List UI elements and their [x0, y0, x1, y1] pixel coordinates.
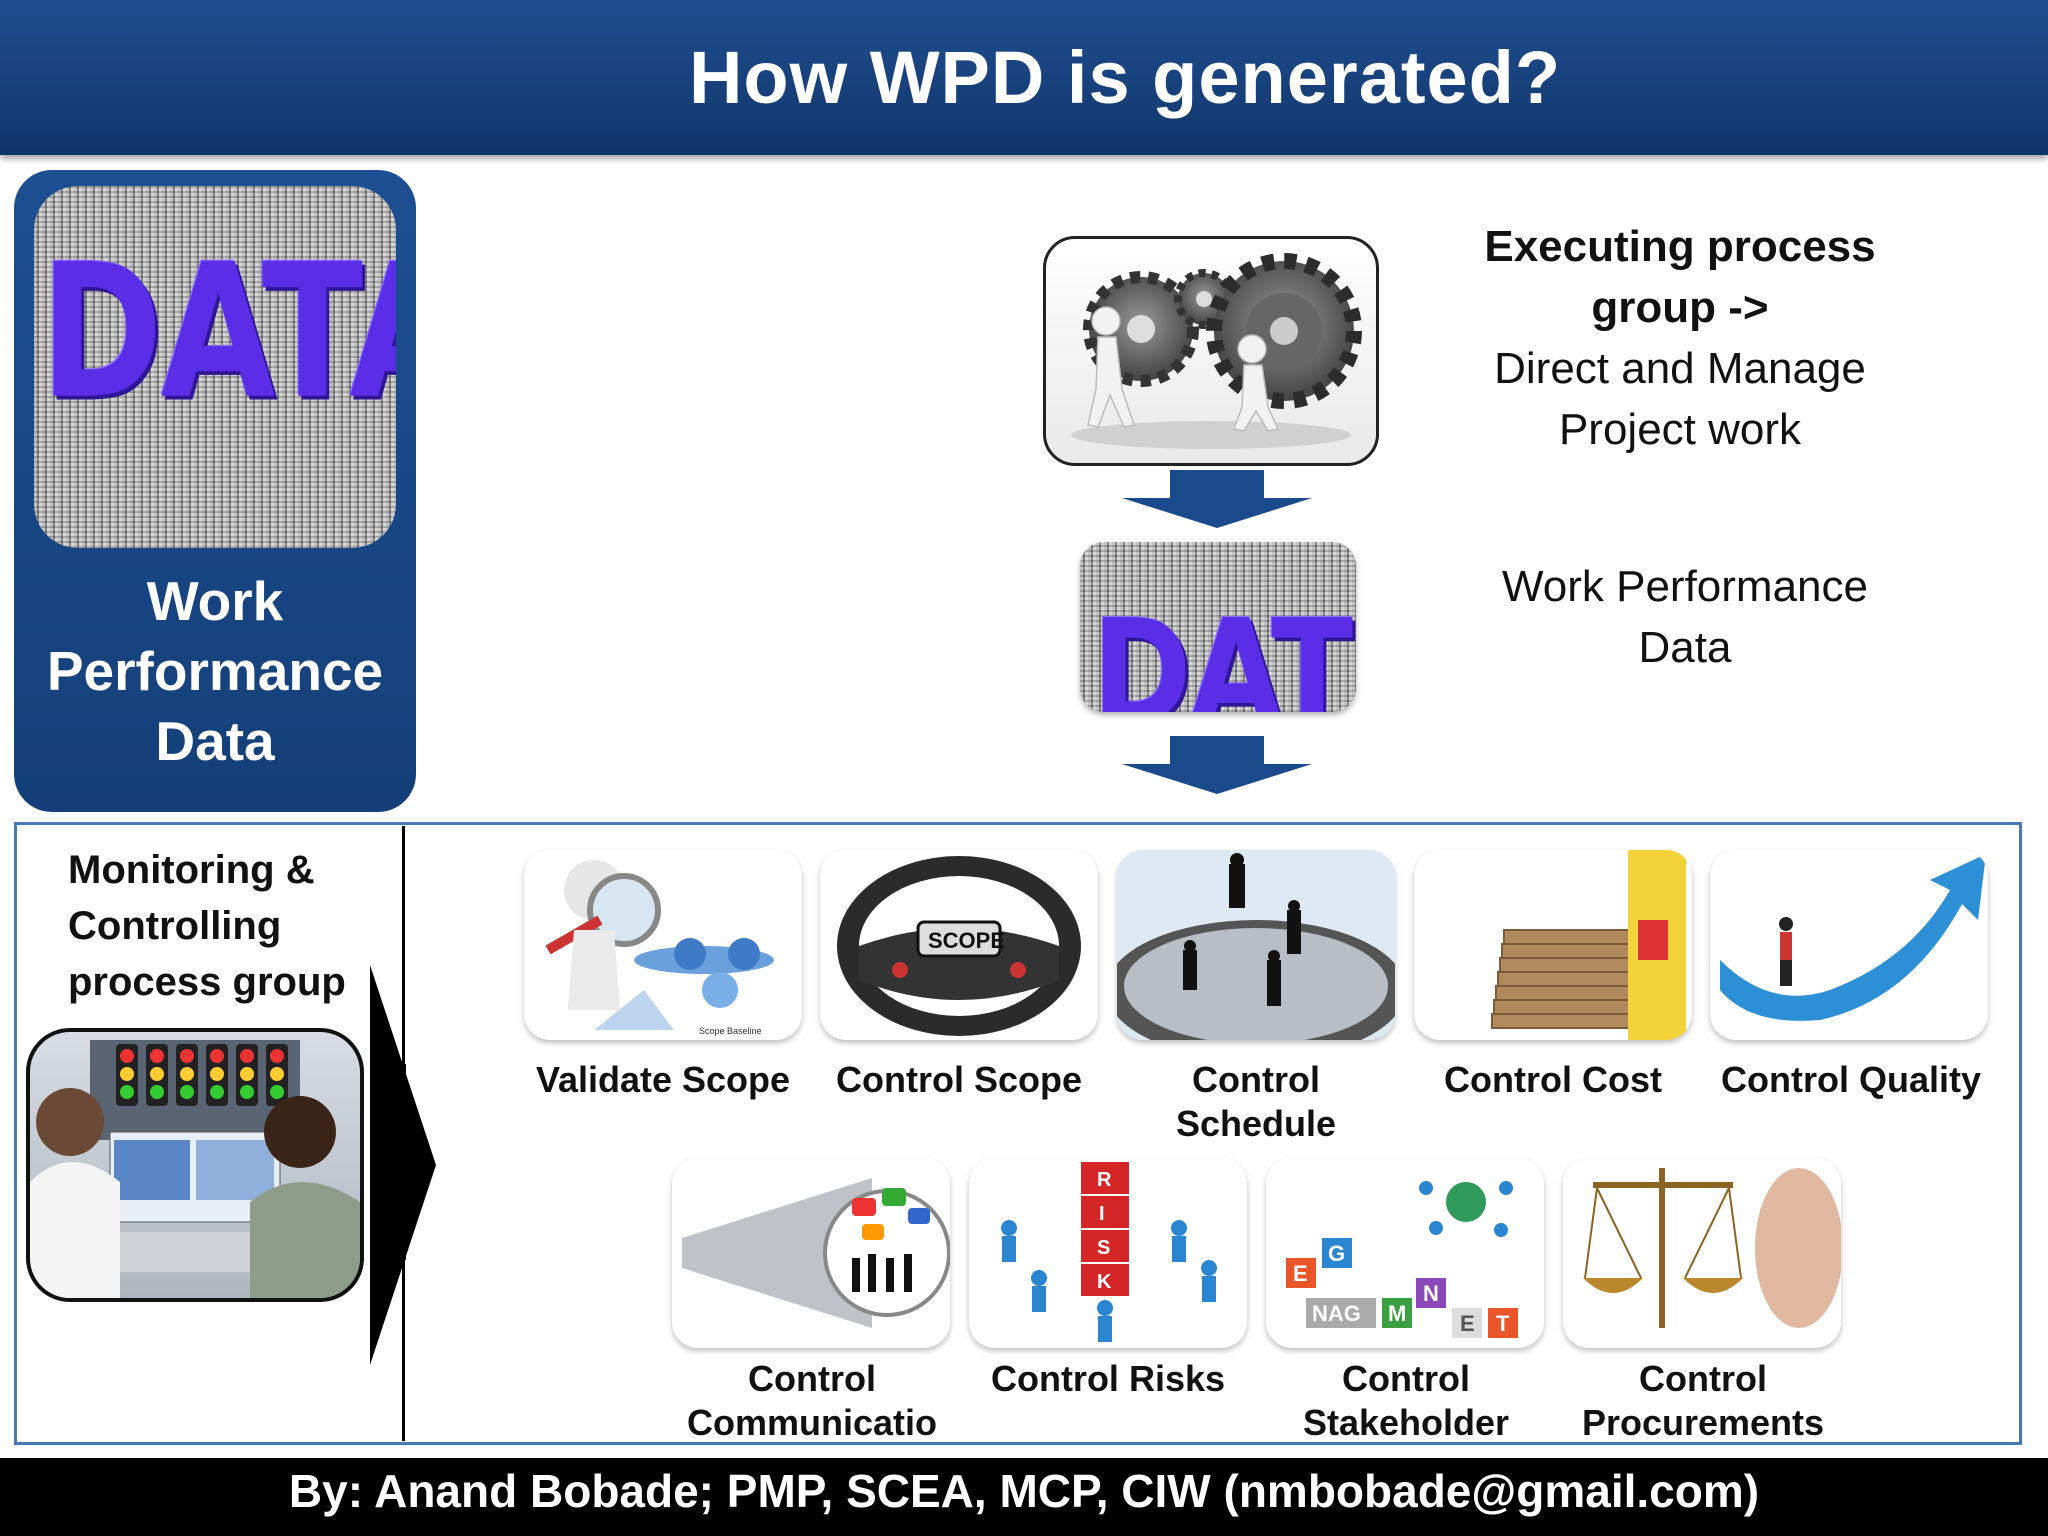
- caption-line: Procurements: [1581, 1402, 1825, 1443]
- down-arrow-icon: [1122, 470, 1312, 528]
- title-bar: How WPD is generated?: [0, 0, 2048, 155]
- control-communications-caption: Control Communicatio: [662, 1357, 962, 1445]
- validate-scope-image: Scope Baseline: [524, 850, 802, 1040]
- stakeholder-letter: N: [1423, 1281, 1439, 1306]
- risk-letter: R: [1097, 1169, 1112, 1191]
- caption-line: Control: [1192, 1059, 1320, 1100]
- monitoring-photo: [26, 1028, 364, 1302]
- gears-image: [1043, 236, 1379, 466]
- validate-scope-caption: Validate Scope: [513, 1058, 813, 1102]
- wpd-text-line: Work Performance: [1502, 562, 1868, 611]
- letter-blocks-icon: E G N NAG M E T: [1286, 1238, 1518, 1338]
- stakeholder-letter: E: [1460, 1311, 1475, 1336]
- megaphone-icon: [682, 1178, 950, 1328]
- caption-line: Control: [1342, 1358, 1470, 1399]
- caption-line: Control: [1639, 1358, 1767, 1399]
- risk-letter: K: [1097, 1271, 1112, 1293]
- stakeholder-letter: E: [1293, 1261, 1308, 1286]
- monitoring-title-line: Monitoring &: [68, 848, 315, 892]
- stakeholder-letter: M: [1388, 1301, 1406, 1326]
- face-icon: [1755, 1168, 1841, 1328]
- stakeholder-letter: T: [1496, 1311, 1510, 1336]
- stakeholder-letter: G: [1328, 1241, 1345, 1266]
- caption-line: Communicatio: [686, 1402, 937, 1443]
- slide-title: How WPD is generated?: [688, 36, 1562, 119]
- control-schedule-image: [1117, 850, 1395, 1040]
- caption-line: Control Scope: [835, 1059, 1082, 1100]
- control-quality-image: [1710, 850, 1988, 1040]
- wpd-panel-label-line: Performance: [46, 640, 384, 702]
- control-communications-image: [672, 1158, 950, 1348]
- large-gear-icon: [1206, 253, 1362, 409]
- caption-line: Schedule: [1175, 1103, 1337, 1144]
- control-risks-caption: Control Risks: [958, 1357, 1258, 1401]
- risk-letter: S: [1097, 1237, 1110, 1259]
- control-scope-image: SCOPE: [820, 850, 1098, 1040]
- control-procurements-image: [1563, 1158, 1841, 1348]
- monitoring-title-line: process group: [68, 960, 346, 1004]
- wpd-panel-label-line: Work: [146, 570, 284, 632]
- ruler-icon: [1628, 850, 1686, 1040]
- caption-line: Control Risks: [990, 1358, 1226, 1399]
- caption-line: Stakeholder: [1302, 1402, 1510, 1443]
- growth-arrow-icon: [1720, 854, 1986, 1021]
- scales-icon: [1583, 1168, 1841, 1328]
- risk-blocks-icon: R I S K: [1081, 1162, 1129, 1296]
- control-stakeholder-caption: Control Stakeholder: [1256, 1357, 1556, 1445]
- people-icon: [30, 1088, 360, 1298]
- control-cost-image: [1414, 850, 1692, 1040]
- data-image-small-text: DAT: [1092, 590, 1353, 712]
- executing-heading-line: Executing process: [1484, 222, 1876, 271]
- wpd-text: Work Performance Data: [1400, 556, 1970, 678]
- caption-line: Control Cost: [1444, 1059, 1662, 1100]
- coins-icon: [1491, 929, 1647, 1029]
- risk-letter: I: [1099, 1203, 1105, 1225]
- traffic-lights-icon: [116, 1044, 288, 1106]
- control-procurements-caption: Control Procurements: [1553, 1357, 1853, 1445]
- data-image: DATA: [34, 186, 396, 548]
- executing-process-line: Direct and Manage: [1494, 344, 1866, 393]
- arrow-stem: [372, 1064, 406, 1260]
- monitoring-title: Monitoring & Controlling process group: [68, 842, 346, 1010]
- scope-wheel-text: SCOPE: [928, 928, 1005, 953]
- down-arrow-icon: [1122, 736, 1312, 794]
- executing-process-text: Executing process group -> Direct and Ma…: [1400, 216, 1960, 460]
- businessmen-icon: [1183, 853, 1301, 1006]
- executing-process-line: Project work: [1558, 405, 1802, 454]
- magnifier-icon: [545, 873, 661, 955]
- steering-wheel-icon: SCOPE: [837, 856, 1081, 1036]
- control-quality-caption: Control Quality: [1701, 1058, 2001, 1102]
- author-credit: By: Anand Bobade; PMP, SCEA, MCP, CIW (n…: [288, 1465, 1760, 1517]
- control-risks-image: R I S K: [969, 1158, 1247, 1348]
- scope-baseline-text: Scope Baseline: [699, 1026, 762, 1036]
- caption-line: Control Quality: [1721, 1059, 1981, 1100]
- caption-line: Validate Scope: [535, 1059, 791, 1100]
- wpd-panel-label: Work Performance Data: [14, 566, 416, 776]
- caption-line: Control: [748, 1358, 876, 1399]
- monitoring-title-line: Controlling: [68, 904, 282, 948]
- wpd-panel: DATA Work Performance Data: [14, 170, 416, 812]
- wpd-panel-label-line: Data: [155, 710, 275, 772]
- data-image-small: DAT: [1080, 542, 1356, 712]
- monitoring-controlling-box: [14, 822, 2022, 1445]
- wpd-text-line: Data: [1638, 623, 1732, 672]
- stakeholder-letter: NAG: [1312, 1301, 1361, 1326]
- control-cost-caption: Control Cost: [1403, 1058, 1703, 1102]
- data-image-text: DATA: [40, 224, 396, 440]
- figure-icon: [1087, 306, 1280, 432]
- control-stakeholder-image: E G N NAG M E T: [1266, 1158, 1544, 1348]
- people-network-icon: [1001, 1220, 1217, 1342]
- executing-heading-line: group ->: [1591, 283, 1769, 332]
- control-schedule-caption: Control Schedule: [1106, 1058, 1406, 1146]
- control-scope-caption: Control Scope: [809, 1058, 1109, 1102]
- footer-bar: By: Anand Bobade; PMP, SCEA, MCP, CIW (n…: [0, 1458, 2048, 1536]
- network-hub-icon: [1419, 1181, 1513, 1237]
